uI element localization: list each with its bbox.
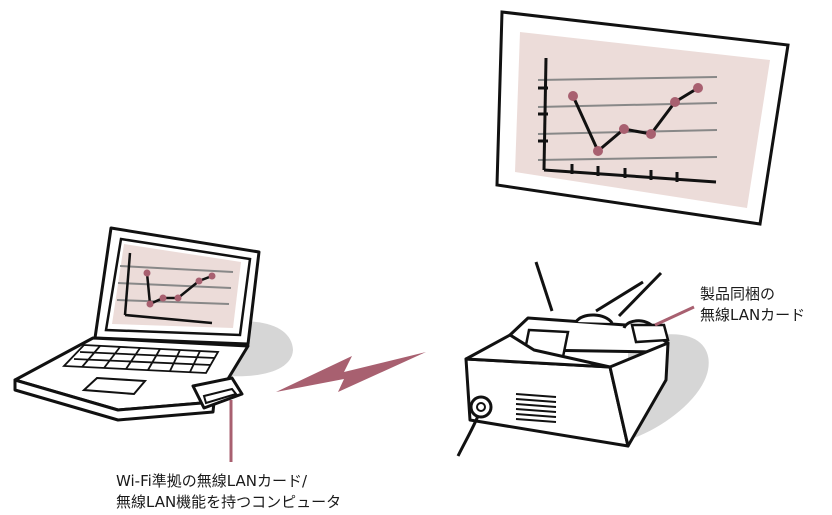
laptop-icon: [13, 226, 293, 422]
laptop-caption-line1: Wi-Fi準拠の無線LANカード/: [116, 472, 308, 490]
laptop-caption: Wi-Fi準拠の無線LANカード/ 無線LAN機能を持つコンピュータ: [116, 471, 341, 513]
projector-caption: 製品同梱の 無線LANカード: [700, 284, 805, 326]
projection-screen-icon: [495, 10, 790, 226]
projector-callout-line: [654, 305, 695, 327]
projector-icon: [456, 261, 709, 457]
projector-caption-line1: 製品同梱の: [700, 285, 776, 303]
laptop-caption-line2: 無線LAN機能を持つコンピュータ: [116, 493, 342, 511]
projector-caption-line2: 無線LANカード: [700, 306, 806, 324]
wireless-signal-icon: [276, 352, 426, 392]
